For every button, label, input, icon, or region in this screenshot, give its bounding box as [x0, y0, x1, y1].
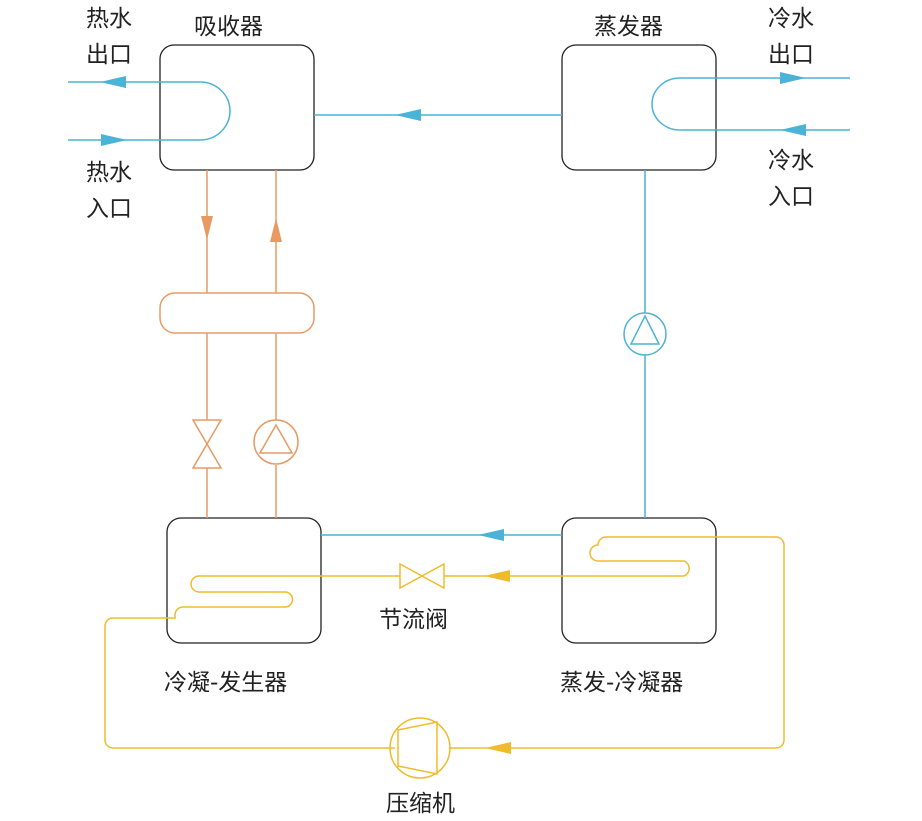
water-pump-icon [623, 312, 667, 356]
absorber-coil [199, 81, 231, 141]
evaporator-condenser-box [561, 517, 717, 644]
condenser-generator-box [166, 517, 322, 644]
cold-water-in-label-1: 冷水 [768, 148, 814, 174]
absorber-box [159, 44, 315, 171]
throttle-valve-label: 节流阀 [379, 607, 448, 633]
vapor-to-absorber-arrow [395, 109, 421, 121]
compressor-label: 压缩机 [386, 791, 455, 817]
evaporator-coil [651, 77, 681, 131]
cold-water-in-arrow [780, 124, 806, 136]
compressor-icon [389, 717, 451, 779]
absorber-label: 吸收器 [194, 14, 263, 40]
cold-water-in-label-2: 入口 [768, 184, 814, 210]
water-arrows [100, 72, 806, 541]
evapcond-coil [449, 536, 785, 749]
solution-up-arrow [270, 218, 282, 242]
cold-water-out-label-2: 出口 [768, 42, 814, 68]
water-lines [68, 77, 850, 536]
cold-water-out-arrow [780, 72, 806, 84]
solution-valve-icon [191, 419, 223, 469]
evaporator-condenser-label: 蒸发-冷凝器 [560, 670, 683, 696]
heat-exchanger [159, 292, 315, 334]
solution-lines [159, 170, 315, 518]
condgen-coil [104, 575, 395, 749]
condenser-generator-label: 冷凝-发生器 [164, 670, 287, 696]
hot-water-out-label-1: 热水 [86, 6, 132, 32]
hot-water-in-label-1: 热水 [86, 160, 132, 186]
hot-water-in-arrow [101, 134, 127, 146]
hot-water-out-arrow [100, 76, 126, 88]
vapor-to-condgen-arrow [478, 529, 504, 541]
cold-water-out-label-1: 冷水 [768, 6, 814, 32]
refrigerant-arrows [484, 570, 511, 754]
hot-water-out-label-2: 出口 [86, 42, 132, 68]
refrigerant-lines [104, 536, 785, 749]
hot-water-in-label-2: 入口 [86, 196, 132, 222]
solution-arrows [201, 216, 282, 242]
throttle-valve-icon [399, 562, 445, 590]
solution-pump-icon [253, 419, 299, 465]
evaporator-box [561, 44, 717, 171]
compressor-return-arrow [485, 742, 511, 754]
throttle-arrow [484, 570, 510, 582]
solution-down-arrow [201, 216, 213, 240]
evaporator-label: 蒸发器 [594, 14, 663, 40]
